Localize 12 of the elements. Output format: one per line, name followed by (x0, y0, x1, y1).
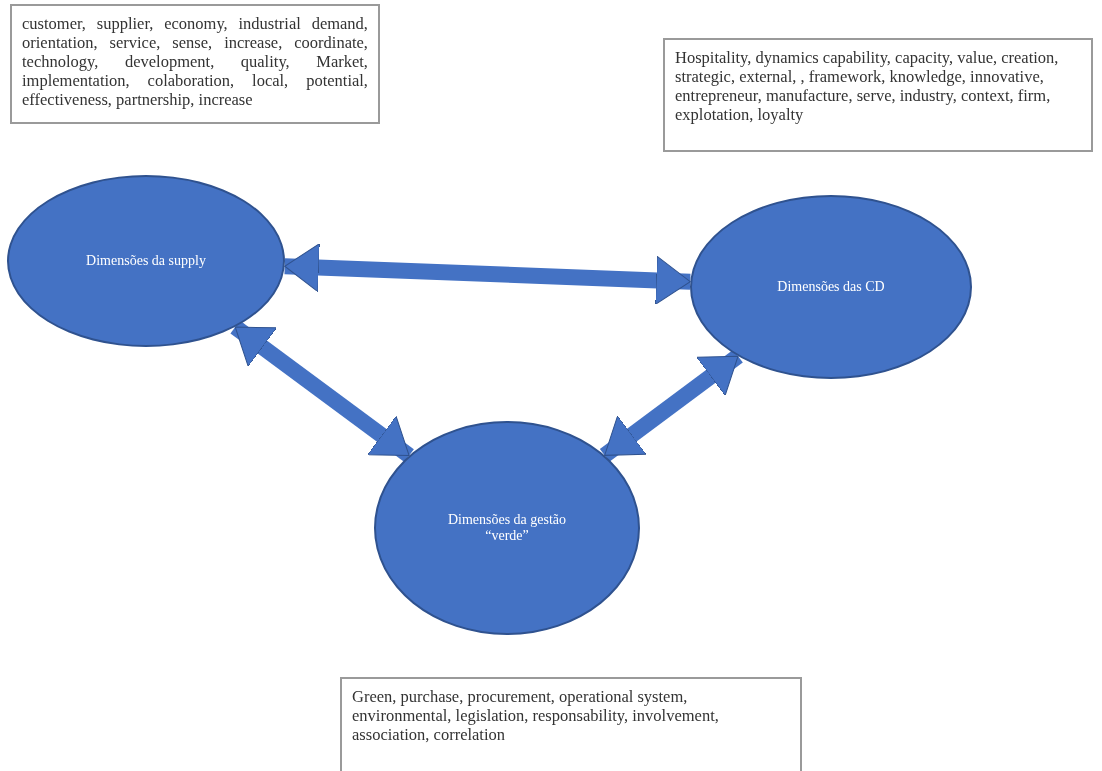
dimension-label: Dimensões da supply (86, 253, 206, 269)
dimension-label: Dimensões da gestão “verde” (446, 512, 568, 544)
keyword-list: customer, supplier, economy, industrial demand, orientation, service, sense, increase, coordinate, technology, development, quality, Market, implementation, colaboration, local, potential, effectiveness, partnership, increase (22, 14, 368, 109)
keyword-list: Hospitality, dynamics capability, capacity, value, creation, strategic, external, , framework, knowledge, innovative, entrepreneur, manufacture, serve, industry, context, firm, explotation, loyalty (675, 48, 1081, 124)
keyword-list: Green, purchase, procurement, operational system, environmental, legislation, responsability, involvement, association, correlation (352, 687, 790, 744)
keyword-box (663, 38, 1093, 152)
keyword-box (10, 4, 380, 124)
double-arrow (230, 320, 414, 462)
double-arrow (599, 349, 743, 462)
double-arrow (284, 243, 691, 305)
keyword-box (340, 677, 802, 771)
dimension-label: Dimensões das CD (777, 279, 885, 295)
